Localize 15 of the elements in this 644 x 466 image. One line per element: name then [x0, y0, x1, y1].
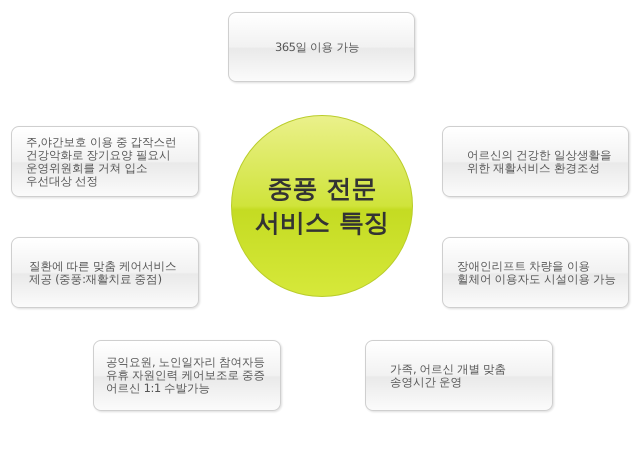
feature-box	[11, 126, 199, 197]
feature-box	[11, 237, 199, 308]
feature-box	[93, 340, 281, 411]
feature-box	[228, 12, 415, 82]
feature-text: 가족, 어르신 개별 맞춤 송영시간 운영	[390, 362, 508, 388]
feature-text: 주,야간보호 이용 중 갑작스런 건강악화로 장기요양 필요시 운영위원회를 거쳐 입소 우선대상 선정	[26, 136, 178, 188]
feature-box	[442, 126, 629, 197]
feature-text: 질환에 따른 맞춤 케어서비스 제공 (중풍:재활치료 중점)	[29, 260, 178, 286]
circle-title: 중풍 전문 서비스 특징	[254, 173, 390, 239]
feature-box	[442, 237, 629, 308]
feature-text: 365일 이용 가능	[275, 40, 360, 54]
feature-text: 어르신의 건강한 일상생활을 위한 재활서비스 환경조성	[467, 148, 612, 174]
feature-box	[365, 340, 553, 411]
feature-text: 장애인리프트 차량을 이용 휠체어 이용자도 시설이용 가능	[457, 260, 617, 286]
feature-text: 공익요원, 노인일자리 참여자등 유휴 자원인력 케어보조로 중증 어르신 1:1 수발가능	[106, 356, 266, 395]
